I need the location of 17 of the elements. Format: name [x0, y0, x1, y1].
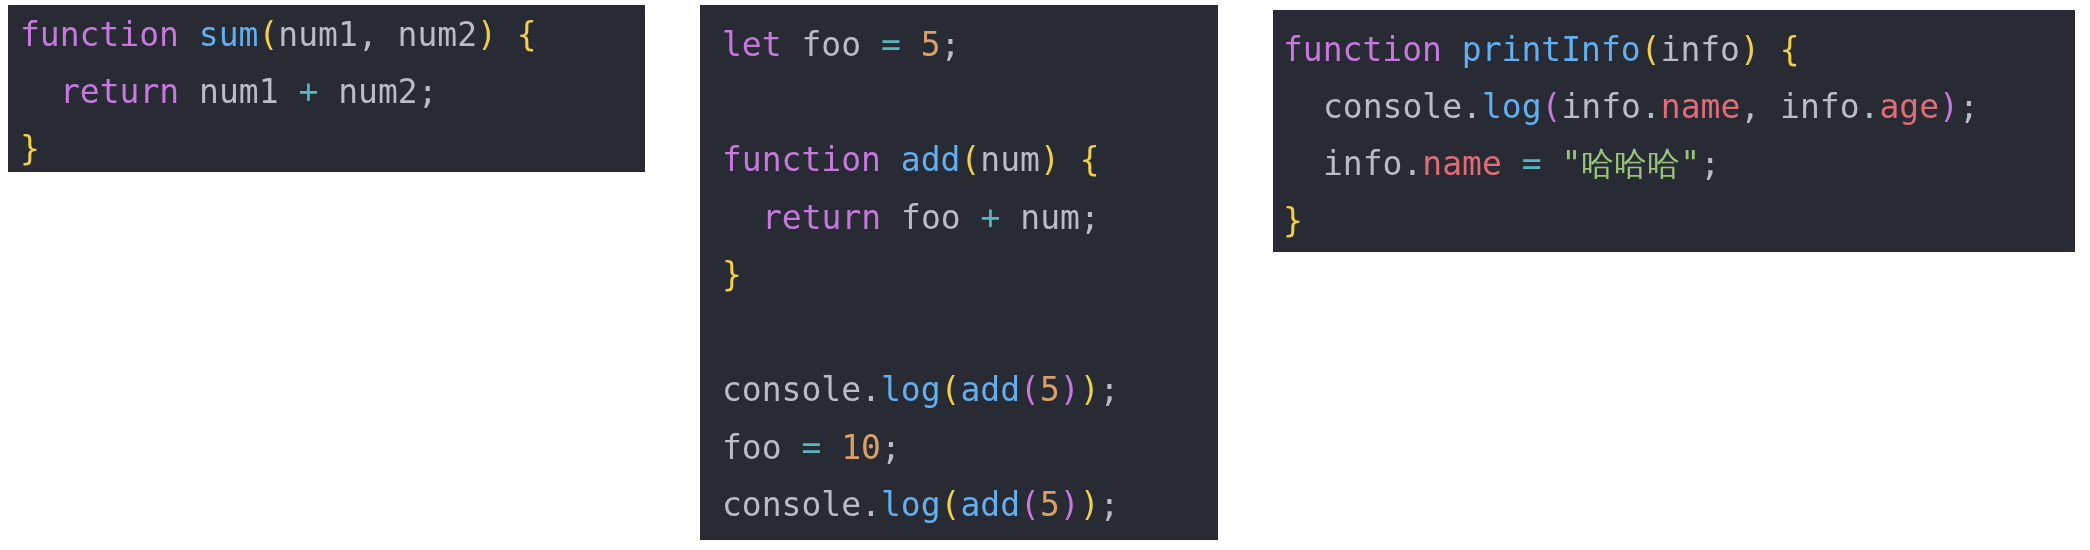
code-line: function sum(num1, num2) { — [20, 14, 537, 56]
code-line: let foo = 5; — [722, 24, 961, 66]
code-line: info.name = "哈哈哈"; — [1323, 143, 1721, 185]
code-panel — [700, 5, 1218, 540]
code-line: console.log(add(5)); — [722, 484, 1120, 526]
code-panel — [8, 5, 645, 172]
code-line: console.log(info.name, info.age); — [1323, 86, 1979, 128]
code-line: return num1 + num2; — [60, 71, 438, 113]
code-line: foo = 10; — [722, 426, 901, 469]
code-panel — [1273, 10, 2075, 252]
code-line: return foo + num; — [762, 196, 1100, 239]
code-line: function add(num) { — [722, 139, 1100, 181]
code-line: } — [722, 254, 742, 296]
code-line: console.log(add(5)); — [722, 369, 1120, 411]
code-line: function printInfo(info) { — [1283, 29, 1800, 71]
code-line: } — [1283, 200, 1303, 242]
code-line: } — [20, 128, 40, 170]
